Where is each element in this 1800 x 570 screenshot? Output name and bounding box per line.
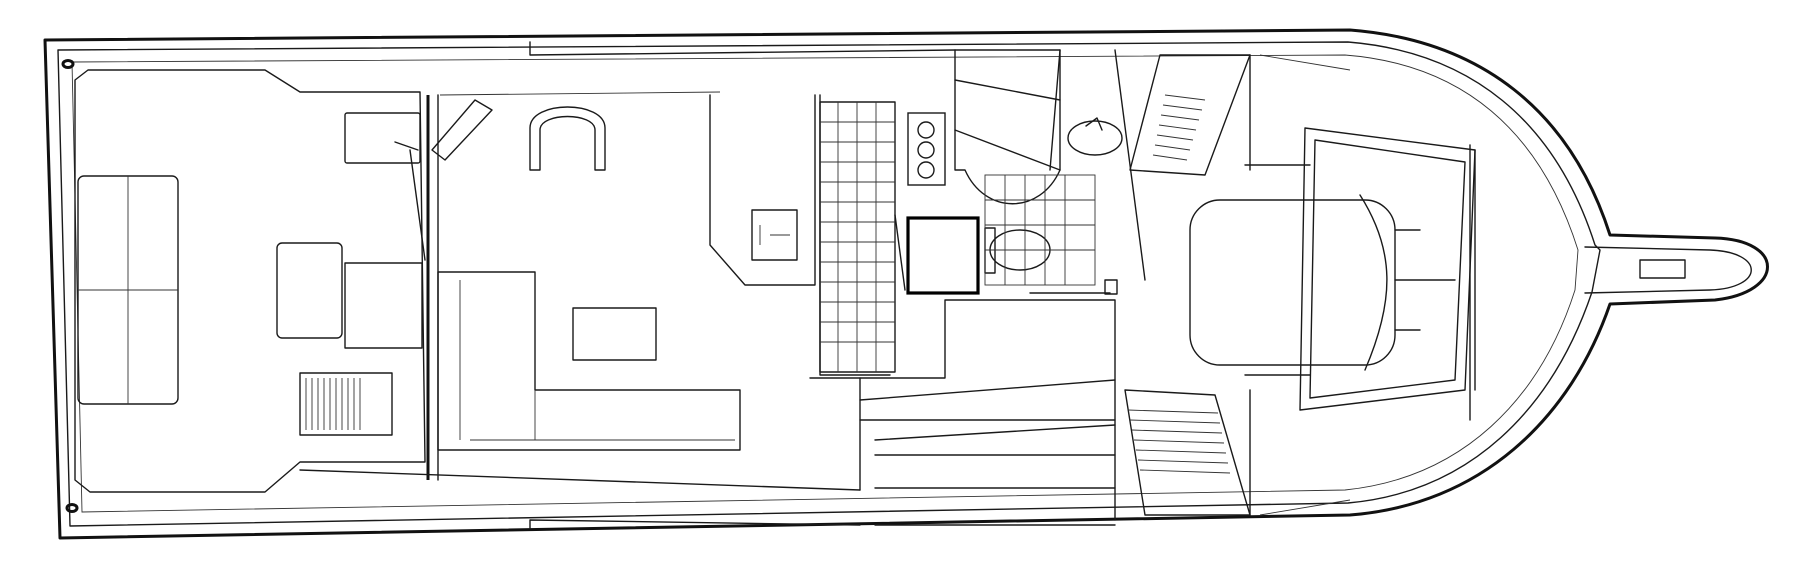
refrigerator	[906, 216, 980, 295]
side-decks	[529, 41, 1351, 529]
forward-cabin	[1124, 54, 1476, 516]
v-berth-icon	[1189, 199, 1396, 366]
companionway-ladder-icon	[299, 372, 393, 436]
galley-tile-grid	[819, 101, 896, 373]
hull-outline	[43, 28, 1769, 540]
head	[954, 49, 1146, 295]
stairs-icon	[1129, 54, 1251, 176]
cockpit	[74, 69, 426, 493]
helm-chair-icon	[529, 106, 606, 171]
stove-icon	[907, 112, 946, 186]
companionway-steps	[859, 299, 1116, 526]
salon	[431, 94, 861, 491]
aft-bulkhead	[299, 91, 861, 491]
galley	[819, 94, 980, 376]
port-stairs	[1124, 389, 1251, 516]
sink-icon	[1067, 120, 1123, 156]
head-tile-grid	[984, 174, 1096, 286]
